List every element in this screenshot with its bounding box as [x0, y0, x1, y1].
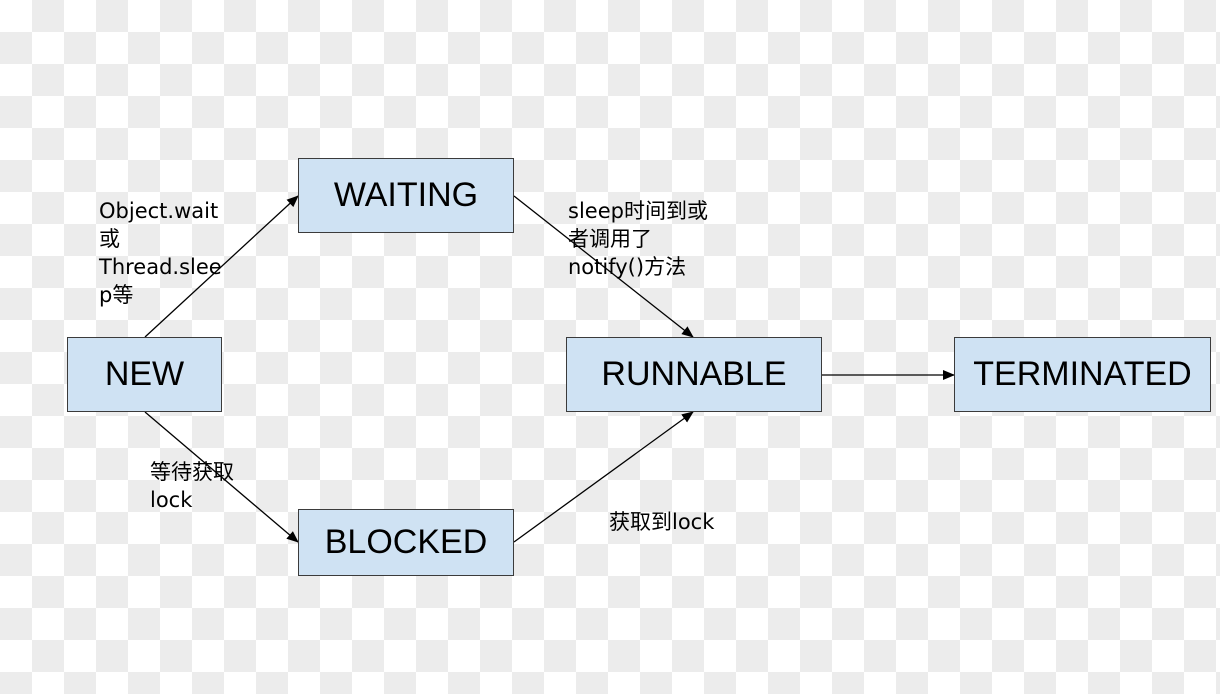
transition-label-new-waiting: Object.wait 或 Thread.slee p等: [99, 199, 222, 307]
arrow-waiting-to-runnable: [513, 195, 694, 338]
arrow-blocked-to-runnable: [513, 411, 694, 543]
state-terminated: TERMINATED: [954, 337, 1211, 412]
arrow-new-to-blocked: [144, 411, 299, 543]
state-waiting: WAITING: [298, 158, 514, 233]
transition-label-waiting-runnable: sleep时间到或 者调用了 notify()方法: [568, 199, 708, 279]
state-new: NEW: [67, 337, 222, 412]
state-new-label: NEW: [104, 355, 185, 393]
transition-label-blocked-runnable: 获取到lock: [609, 510, 715, 534]
state-runnable: RUNNABLE: [566, 337, 822, 412]
state-terminated-label: TERMINATED: [973, 355, 1192, 393]
transition-label-new-blocked: 等待获取 lock: [150, 460, 234, 512]
arrow-new-to-waiting: [144, 195, 299, 338]
state-waiting-label: WAITING: [333, 176, 479, 214]
state-runnable-label: RUNNABLE: [601, 355, 787, 393]
state-blocked: BLOCKED: [298, 509, 514, 576]
state-blocked-label: BLOCKED: [324, 523, 488, 561]
